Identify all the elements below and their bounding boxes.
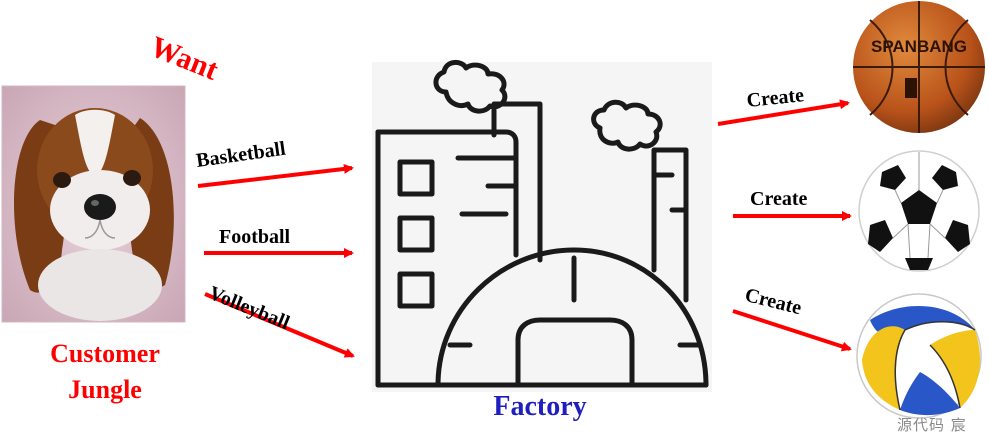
basketball-brand: SPANBANG <box>871 37 967 56</box>
volleyball-image <box>856 293 982 419</box>
customer-label-line1: Customer <box>50 339 160 368</box>
arrow-create-basketball <box>717 99 850 126</box>
arrow-create-volleyball <box>732 309 852 352</box>
watermark: 源代码 宸 <box>897 416 967 434</box>
arrow-request-volleyball <box>204 292 355 358</box>
factory-icon <box>375 60 709 388</box>
customer-label-line2: Jungle <box>68 375 142 404</box>
football-image <box>858 150 980 272</box>
basketball-image: SPANBANG <box>853 1 985 133</box>
customer-label: Customer Jungle <box>30 336 180 408</box>
plush-dog-image <box>1 85 186 323</box>
request-football-label: Football <box>219 226 291 248</box>
create-football-label: Create <box>750 188 808 210</box>
arrow-request-basketball <box>197 163 354 188</box>
factory-label: Factory <box>493 391 587 422</box>
